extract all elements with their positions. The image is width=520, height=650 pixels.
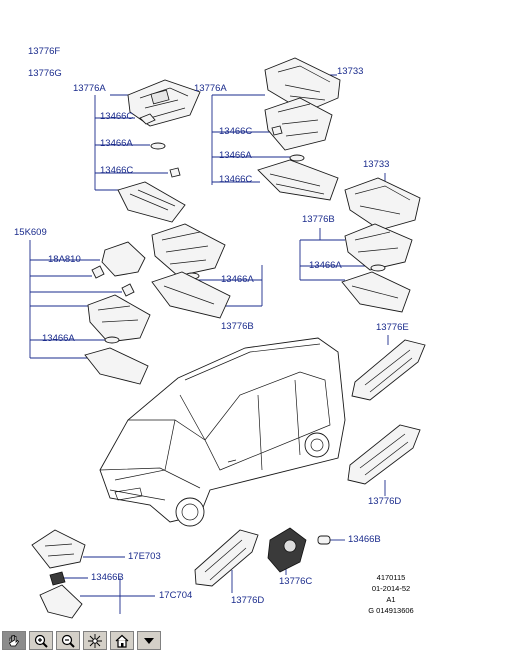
label-13733: 13733 [363,159,390,170]
part-13466A-bulb-2 [289,154,305,162]
zoom-in-button[interactable] [29,631,53,650]
ref-code: G 014913606 [368,606,414,615]
label-13466A: 13466A [221,274,254,285]
part-15K609-housing [87,294,151,343]
part-13466C-bulb-3 [271,125,283,136]
part-lens-mid-2 [151,271,231,319]
zoom-out-button[interactable] [56,631,80,650]
label-13776A: 13776A [194,83,227,94]
ref-revision: A1 [386,595,396,604]
part-13776E-lamp [351,339,426,401]
part-13466B-bulb-2 [317,535,331,545]
label-13466C: 13466C [219,174,253,185]
fit-icon [88,633,102,648]
hand-tool-button[interactable] [2,631,26,650]
label-13776B: 13776B [302,214,335,225]
label-13466C: 13466C [100,111,134,122]
part-lens-left [117,181,186,223]
part-lens-15K609 [84,347,149,385]
part-17C704-lens [39,584,83,619]
part-13466A-bulb-5 [104,336,120,344]
part-connector-1 [91,265,105,279]
label-13466A: 13466A [100,138,133,149]
part-connector-2 [121,283,135,297]
leader-lines [29,74,389,614]
part-lens-mid [257,159,339,201]
diagram-drawing [29,57,426,619]
part-13733-cover-top [264,57,341,113]
part-13776D-lamp-right [347,424,421,485]
label-13776D: 13776D [368,496,402,507]
label-13466A: 13466A [42,333,75,344]
home-button[interactable] [110,631,134,650]
part-13733-cover-right [344,177,421,231]
zoom-out-icon [61,634,75,648]
label-13776C: 13776C [279,576,313,587]
label-17C704: 17C704 [159,590,193,601]
label-18A810: 18A810 [48,254,81,265]
parts-diagram: 13776F 13776G 13776A 13776A 13733 13733 … [14,46,426,619]
label-13776D: 13776D [231,595,265,606]
label-13776A: 13776A [73,83,106,94]
label-15K609: 15K609 [14,227,47,238]
label-13776F: 13776F [28,46,61,57]
dropdown-button[interactable] [137,631,161,650]
ref-number: 4170115 [376,573,406,582]
part-13776B-housing-right [344,223,413,271]
part-13466C-bulb-1 [139,113,156,125]
label-13776G: 13776G [28,68,62,79]
label-13466B: 13466B [91,572,124,583]
part-13466A-bulb-1 [150,142,166,150]
label-13466C: 13466C [219,126,253,137]
home-icon [115,634,129,648]
label-13466B: 13466B [348,534,381,545]
zoom-in-icon [34,634,48,648]
label-17E703: 17E703 [128,551,161,562]
part-lens-right [341,271,411,313]
part-13466C-bulb-2 [169,167,181,178]
viewer-toolbar [0,630,520,650]
vehicle-outline [99,337,346,527]
label-13466C: 13466C [100,165,134,176]
label-13733: 13733 [337,66,364,77]
label-13776B: 13776B [221,321,254,332]
part-13466A-bulb-3 [370,264,386,272]
hand-tool-icon [8,634,20,646]
label-13776E: 13776E [376,322,409,333]
part-13466B-bulb-1 [49,571,66,586]
dropdown-icon [144,637,154,644]
part-18A810-module [101,241,146,277]
part-13776A-housing-mid [264,97,333,151]
part-13776A-housing-left [127,79,201,127]
label-13466A: 13466A [309,260,342,271]
label-13466A: 13466A [219,150,252,161]
part-13776B-housing-mid [151,223,226,277]
part-13776C-socket [267,527,307,573]
part-13776D-lamp-bottom [194,529,259,587]
ref-date: 01-2014-52 [371,584,411,593]
part-17E703-housing [31,529,86,569]
fit-button[interactable] [83,631,107,650]
